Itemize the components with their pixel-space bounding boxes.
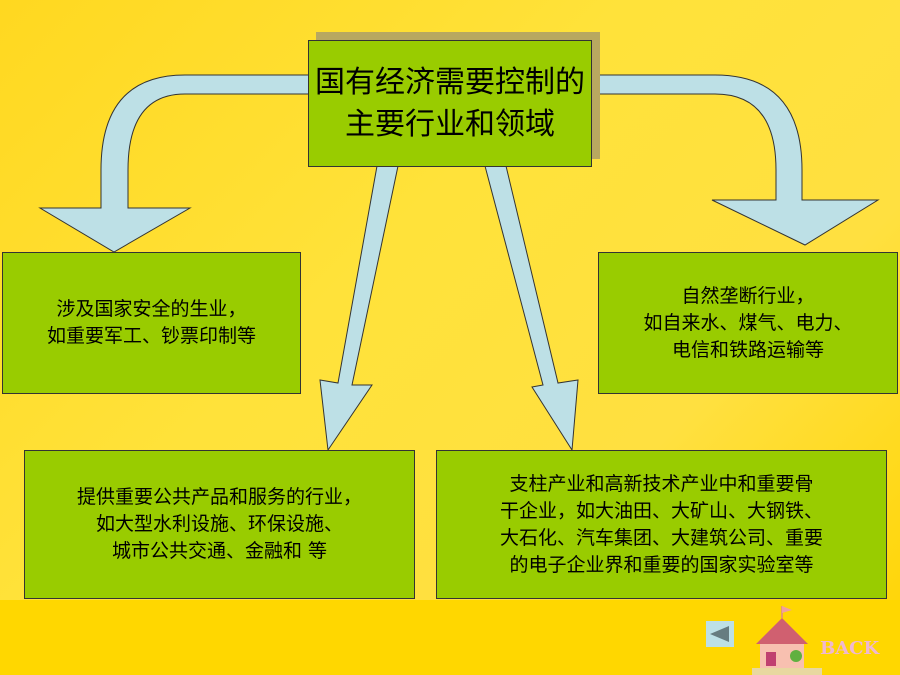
arrow-left: [38, 74, 311, 253]
box-text: 支柱产业和高新技术产业中和重要骨干企业，如大油田、大矿山、大钢铁、大石化、汽车集…: [500, 471, 823, 579]
left-triangle-icon: [710, 626, 729, 642]
line: 支柱产业和高新技术产业中和重要骨: [509, 472, 814, 495]
arrow-middle-right: [484, 165, 579, 452]
box-pillar-industries: 支柱产业和高新技术产业中和重要骨干企业，如大油田、大矿山、大钢铁、大石化、汽车集…: [436, 450, 887, 599]
line: 的电子企业界和重要的国家实验室等: [509, 553, 814, 576]
line: 如大型水利设施、环保设施、: [95, 513, 343, 535]
line: 干企业，如大油田、大矿山、大钢铁、: [499, 499, 823, 522]
line: 自然垄断行业，: [681, 284, 815, 307]
box-public-goods: 提供重要公共产品和服务的行业， 如大型水利设施、环保设施、城市公共交通、金融和 等: [24, 450, 415, 599]
line: 城市公共交通、金融和 等: [111, 540, 328, 562]
title-box: 国有经济需要控制的主要行业和领域: [308, 40, 592, 167]
title-text: 国有经济需要控制的主要行业和领域: [315, 64, 585, 142]
arrow-right: [589, 74, 880, 246]
arrow-middle-left: [319, 165, 399, 452]
box-text: 涉及国家安全的生业， 如重要军工、钞票印制等: [47, 296, 256, 350]
box-national-security: 涉及国家安全的生业， 如重要军工、钞票印制等: [2, 252, 301, 394]
line: 提供重要公共产品和服务的行业，: [76, 486, 362, 508]
line: 如重要军工、钞票印制等: [46, 325, 256, 347]
box-text: 提供重要公共产品和服务的行业， 如大型水利设施、环保设施、城市公共交通、金融和 等: [77, 484, 362, 565]
line: 涉及国家安全的生业，: [56, 298, 247, 320]
back-button[interactable]: BACK: [820, 638, 880, 659]
house-icon[interactable]: [752, 604, 822, 675]
bottom-bar: [0, 600, 900, 675]
line: 电信和铁路运输等: [671, 338, 824, 361]
previous-button[interactable]: [706, 621, 734, 647]
box-text: 自然垄断行业， 如自来水、煤气、电力、电信和铁路运输等: [643, 283, 852, 364]
line: 如自来水、煤气、电力、: [643, 311, 853, 334]
line: 大石化、汽车集团、大建筑公司、重要: [499, 526, 823, 549]
box-natural-monopoly: 自然垄断行业， 如自来水、煤气、电力、电信和铁路运输等: [598, 252, 898, 394]
